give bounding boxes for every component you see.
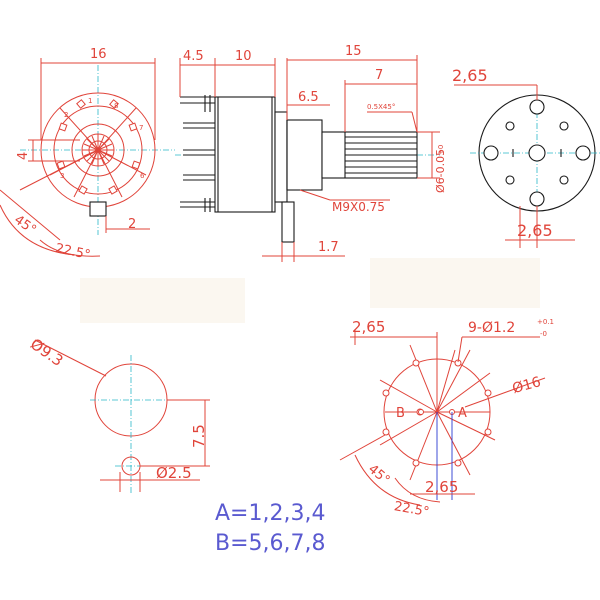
angle-22-5-bottom: 22.5° (393, 499, 431, 520)
dim-phi2-5: Ø2.5 (156, 464, 192, 482)
dim-10: 10 (235, 49, 252, 64)
legend-b: B=5,6,7,8 (215, 531, 326, 556)
pin-label: 7 (139, 124, 143, 132)
pin-label: 2 (64, 111, 68, 119)
label-b: B (396, 406, 405, 421)
dim-4: 4 (16, 152, 31, 160)
holes-tol-top: +0.1 (537, 318, 554, 326)
dim-4-5: 4.5 (183, 49, 204, 64)
label-a: A (458, 406, 467, 421)
tint-panel-right (370, 258, 540, 308)
pin-label: 1 (88, 97, 92, 105)
dim-phi6-tol: +0 (437, 145, 445, 155)
dim-2: 2 (128, 217, 136, 232)
dim-phi9-3: Ø9.3 (27, 335, 67, 370)
angle-22-5-top: 22.5° (54, 241, 92, 263)
dim-1-7: 1.7 (318, 240, 339, 255)
legend-a: A=1,2,3,4 (215, 501, 325, 526)
dim-16: 16 (90, 47, 107, 62)
pin-label: 3 (60, 172, 64, 180)
angle-45-bottom: 45° (365, 462, 392, 488)
dim-2-65-rear-top: 2,65 (452, 66, 488, 85)
panel-cutout-view: Ø9.3 7.5 Ø2.5 (27, 335, 210, 495)
dim-15: 15 (345, 44, 362, 59)
dim-2-65-rear-bottom: 2,65 (517, 221, 553, 240)
rear-view: 2,65 2,65 (452, 66, 600, 248)
thread-note: M9X0.75 (332, 200, 385, 214)
holes-tol-bottom: -0 (540, 330, 547, 338)
dim-7-5: 7.5 (190, 424, 208, 448)
dim-phi6: Ø6-0.05 (434, 149, 447, 193)
dim-7: 7 (375, 68, 383, 83)
dim-6-5: 6.5 (298, 90, 319, 105)
hole-pattern-view: B A 2,65 9-Ø1.2 +0.1 -0 Ø16 45° 22.5° 2,… (339, 318, 554, 520)
dim-2-65-hole-lower: 2,65 (425, 478, 458, 496)
front-view: 1 8 2 7 6 3 16 4 2 45° 22.5° (0, 47, 175, 263)
pin-label: 8 (114, 102, 118, 110)
chamfer-note: 0.5X45° (367, 103, 395, 111)
dim-2-65-hole-top: 2,65 (352, 318, 385, 336)
angle-45-top: 45° (11, 213, 38, 239)
tint-panel-left (80, 278, 245, 323)
holes-note: 9-Ø1.2 (468, 320, 515, 336)
side-view: 4.5 10 15 7 6.5 0.5X45° Ø6-0.05 +0 M9X0.… (175, 44, 447, 262)
pin-label: 6 (140, 172, 145, 180)
dim-phi16-hole: Ø16 (511, 374, 543, 397)
